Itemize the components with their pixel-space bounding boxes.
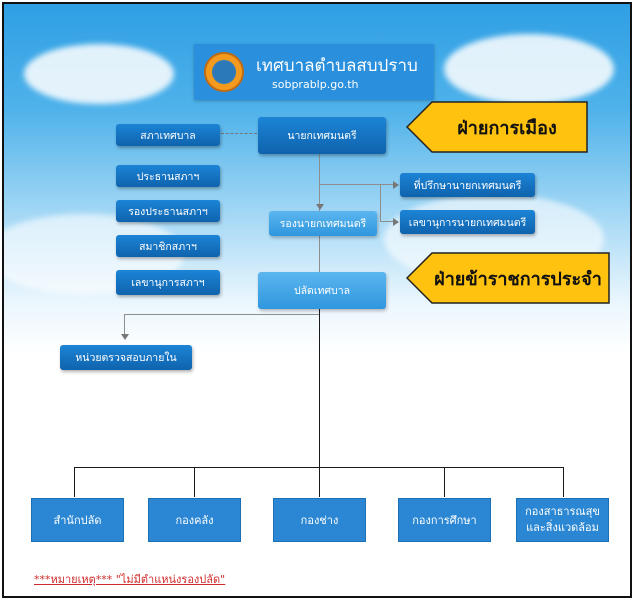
clerk-box: ปลัดเทศบาล (258, 272, 386, 309)
council-secretary-box: เลขานุการสภาฯ (116, 270, 220, 295)
header-title: เทศบาลตำบลสบปราบ (256, 56, 418, 76)
council-member-box: สมาชิกสภาฯ (116, 235, 220, 257)
secretary-connector (380, 221, 394, 222)
department-connector (563, 467, 564, 497)
header-banner: เทศบาลตำบลสบปราบ sobprablp.go.th (194, 44, 434, 100)
callout-arrow-icon (406, 252, 610, 304)
department-connector (74, 467, 75, 497)
clerk-departments-connector (319, 309, 320, 467)
department-box: กองการศึกษา (398, 498, 491, 542)
department-connector (319, 467, 320, 497)
council-mayor-dashed-connector (221, 133, 257, 134)
council-box: สภาเทศบาล (116, 124, 220, 146)
audit-connector-vertical (124, 314, 125, 336)
callout-arrow-icon (406, 101, 588, 153)
arrow-icon (393, 218, 399, 226)
council-vice-president-box: รองประธานสภาฯ (116, 200, 220, 222)
municipality-seal-icon (204, 52, 244, 92)
political-callout-label: ฝ่ายการเมือง (457, 117, 557, 139)
council-president-box: ประธานสภาฯ (116, 165, 220, 187)
arrow-icon (316, 204, 324, 210)
audit-connector (124, 314, 320, 315)
department-box: กองสาธารณสุข และสิ่งแวดล้อม (516, 498, 609, 542)
mayor-box: นายกเทศมนตรี (258, 117, 386, 154)
department-box: สำนักปลัด (31, 498, 124, 542)
civil-service-callout: ฝ่ายข้าราชการประจำ (406, 252, 610, 304)
department-connector (194, 467, 195, 497)
department-box: กองคลัง (148, 498, 241, 542)
civil-service-callout-label: ฝ่ายข้าราชการประจำ (434, 268, 602, 290)
department-box: กองช่าง (273, 498, 366, 542)
cloud-decoration (24, 44, 174, 104)
department-connector (444, 467, 445, 497)
advisor-box: ที่ปรึกษานายกเทศมนตรี (400, 173, 535, 197)
internal-audit-box: หน่วยตรวจสอบภายใน (60, 345, 192, 370)
header-subtitle: sobprablp.go.th (272, 78, 359, 91)
political-callout: ฝ่ายการเมือง (406, 101, 588, 153)
arrow-icon (121, 334, 129, 340)
cloud-decoration (444, 34, 614, 104)
deputy-mayor-box: รองนายกเทศมนตรี (269, 211, 377, 236)
advisor-connector-vertical (380, 184, 381, 222)
advisor-connector (319, 184, 394, 185)
mayor-secretary-box: เลขานุการนายกเทศมนตรี (400, 210, 535, 234)
arrow-icon (393, 181, 399, 189)
footnote: ***หมายเหตุ*** "ไม่มีตำแหน่งรองปลัด" (34, 573, 226, 586)
